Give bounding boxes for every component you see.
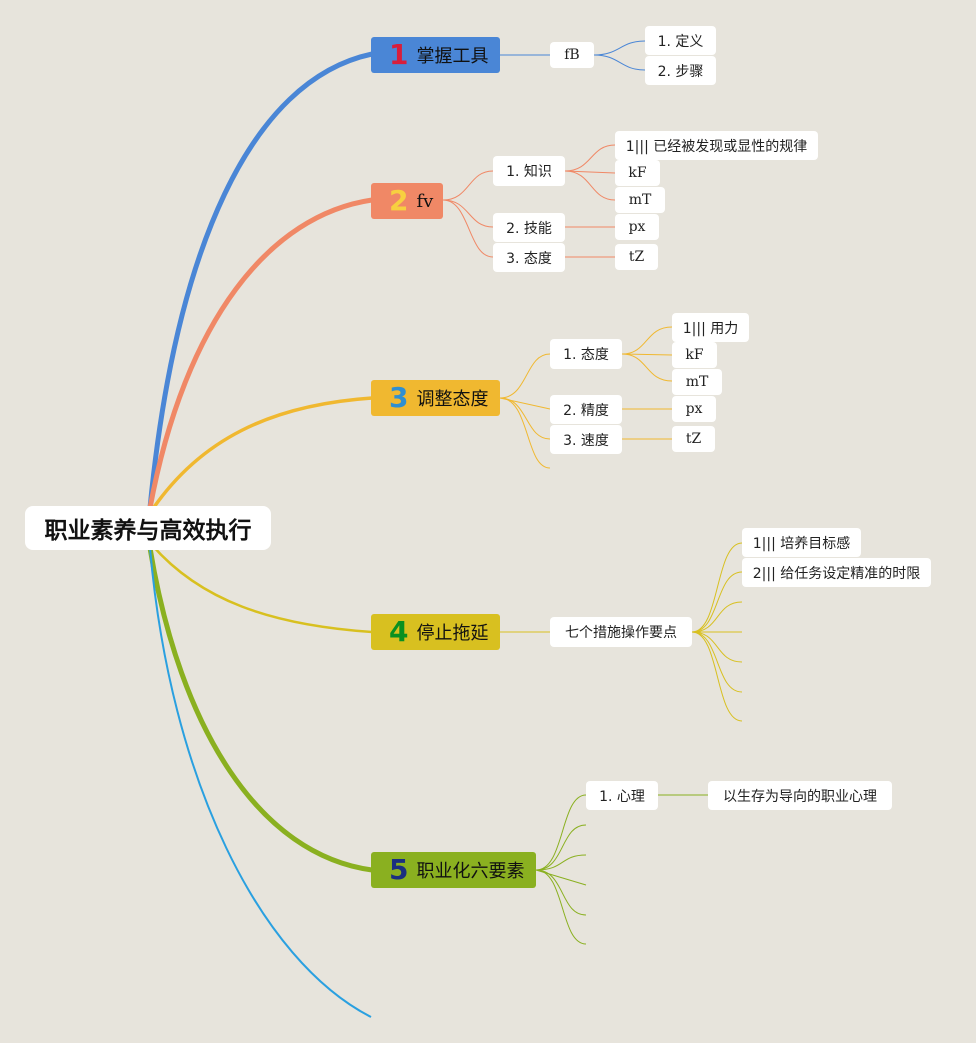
number-3-icon: 3: [389, 381, 409, 414]
topic-knowledge[interactable]: 1. 知识: [493, 156, 565, 186]
branch-4-label: 停止拖延: [416, 623, 489, 644]
topic-tz-3[interactable]: tZ: [672, 426, 715, 452]
topic-steps[interactable]: 2. 步骤: [645, 56, 716, 85]
topic-px-3[interactable]: px: [672, 396, 716, 422]
topic-fb[interactable]: fB: [550, 42, 594, 68]
branch-3-label: 调整态度: [416, 389, 489, 410]
root-topic[interactable]: 职业素养与高效执行: [25, 506, 271, 550]
branch-line-6: [149, 547, 372, 1018]
topic-seven-measures[interactable]: 七个措施操作要点: [550, 617, 692, 647]
topic-psychology[interactable]: 1. 心理: [586, 781, 658, 810]
number-2-icon: 2: [389, 184, 409, 217]
topic-attitude-2[interactable]: 3. 态度: [493, 243, 565, 272]
topic-effort[interactable]: 1||| 用力: [672, 313, 749, 342]
number-1-icon: 1: [389, 38, 409, 71]
branch-5-label: 职业化六要素: [416, 861, 525, 882]
topic-mt-3[interactable]: mT: [672, 369, 722, 395]
topic-survival-psychology[interactable]: 以生存为导向的职业心理: [708, 781, 892, 810]
number-5-icon: 5: [389, 853, 409, 886]
topic-tz[interactable]: tZ: [615, 244, 658, 270]
branch-4-procrastination[interactable]: 4 停止拖延: [371, 614, 500, 650]
topic-kf[interactable]: kF: [615, 160, 660, 186]
topic-definition[interactable]: 1. 定义: [645, 26, 716, 55]
topic-goal-sense[interactable]: 1||| 培养目标感: [742, 528, 861, 557]
branch-line-3: [150, 396, 373, 511]
branch-2-fv[interactable]: 2 fv: [371, 183, 443, 219]
branch-line-1: [147, 51, 373, 509]
branch-5-six-elements[interactable]: 5 职业化六要素: [371, 852, 536, 888]
branch-2-label: fv: [416, 190, 434, 212]
branch-line-4: [151, 544, 373, 634]
topic-px[interactable]: px: [615, 214, 659, 240]
branch-1-tools[interactable]: 1 掌握工具: [371, 37, 500, 73]
topic-mt[interactable]: mT: [615, 187, 665, 213]
topic-attitude-3[interactable]: 1. 态度: [550, 339, 622, 369]
topic-deadline[interactable]: 2||| 给任务设定精准的时限: [742, 558, 931, 587]
branch-line-2: [147, 197, 373, 509]
branch-line-5: [147, 547, 373, 873]
branch-3-attitude[interactable]: 3 调整态度: [371, 380, 500, 416]
topic-speed[interactable]: 3. 速度: [550, 425, 622, 454]
topic-precision[interactable]: 2. 精度: [550, 395, 622, 424]
topic-knowledge-rule[interactable]: 1||| 已经被发现或显性的规律: [615, 131, 818, 160]
topic-kf-3[interactable]: kF: [672, 342, 717, 368]
topic-skill[interactable]: 2. 技能: [493, 213, 565, 242]
branch-1-label: 掌握工具: [416, 46, 489, 67]
number-4-icon: 4: [389, 615, 409, 648]
